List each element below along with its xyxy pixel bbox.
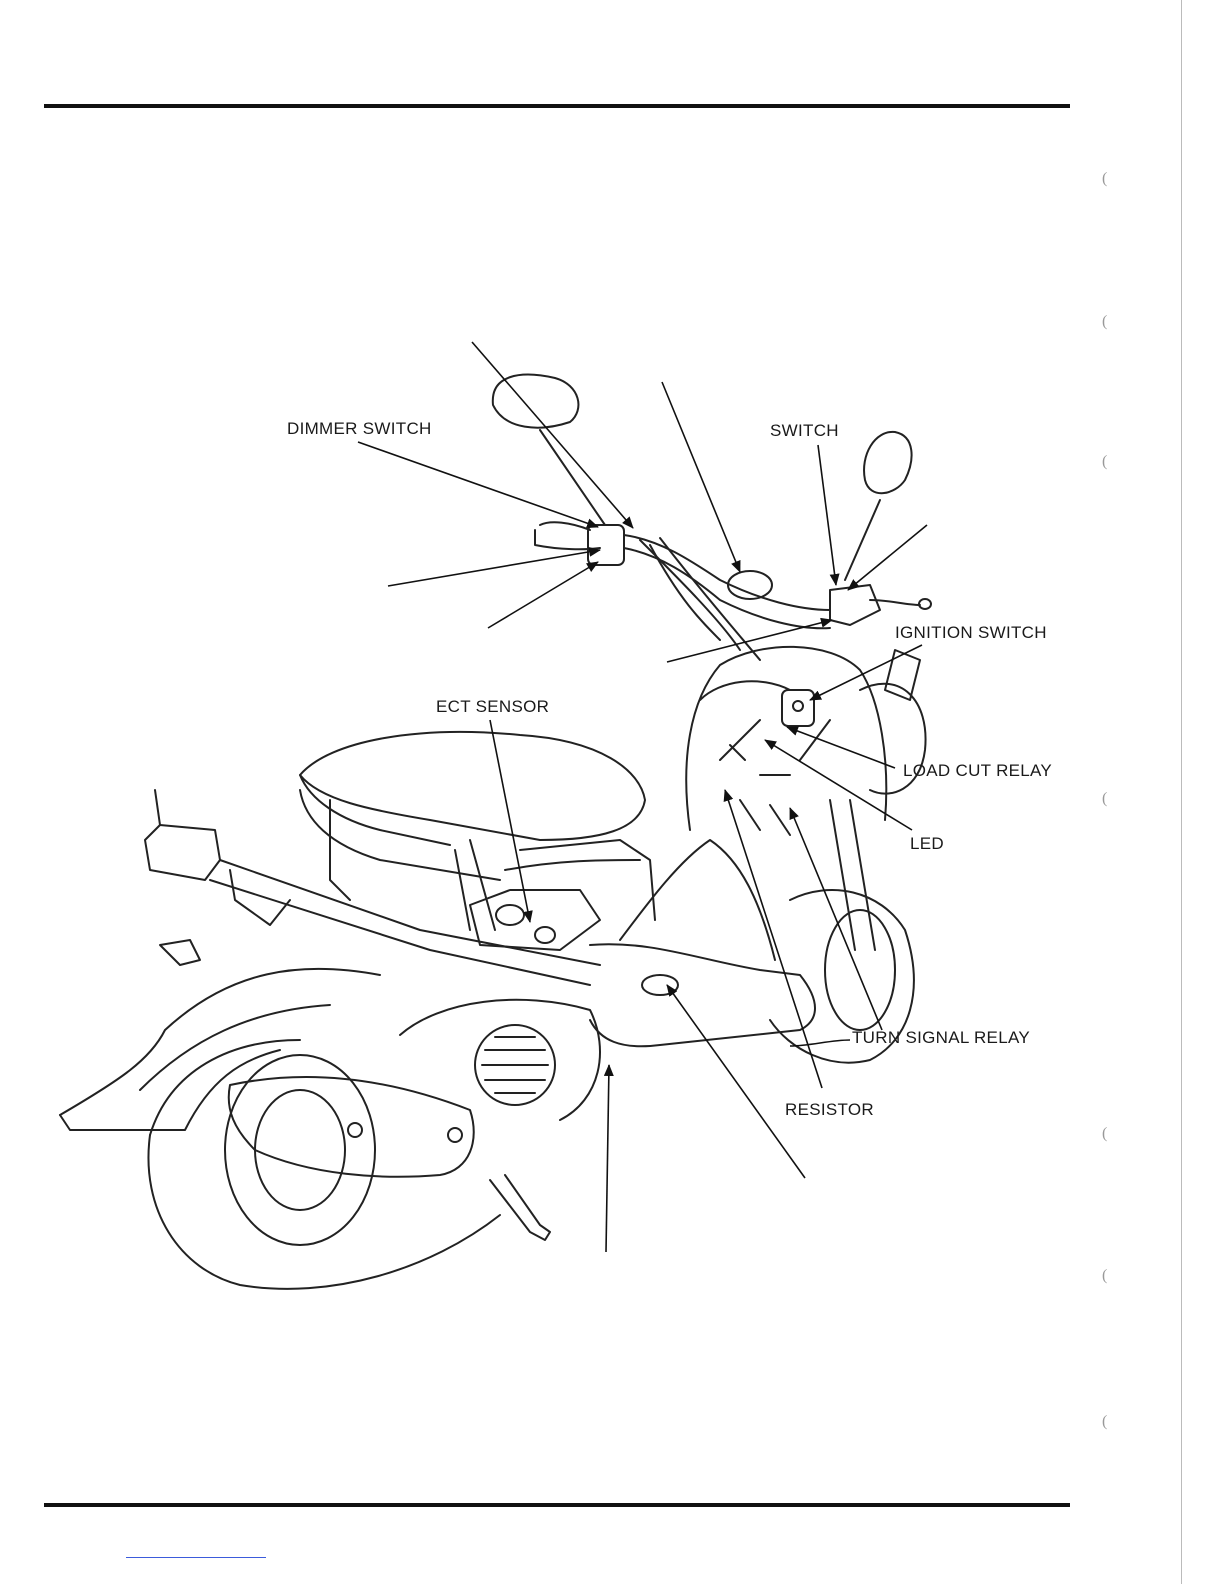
label-ect-sensor: ECT SENSOR	[436, 698, 549, 715]
label-load-cut-relay: LOAD CUT RELAY	[903, 762, 1052, 779]
label-resistor: RESISTOR	[785, 1101, 874, 1118]
label-ignition-switch: IGNITION SWITCH	[895, 624, 1047, 641]
label-led: LED	[910, 835, 944, 852]
label-dimmer-switch: DIMMER SWITCH	[287, 420, 432, 437]
label-switch: SWITCH	[770, 422, 839, 439]
label-turn-signal-relay: TURN SIGNAL RELAY	[852, 1029, 1030, 1046]
